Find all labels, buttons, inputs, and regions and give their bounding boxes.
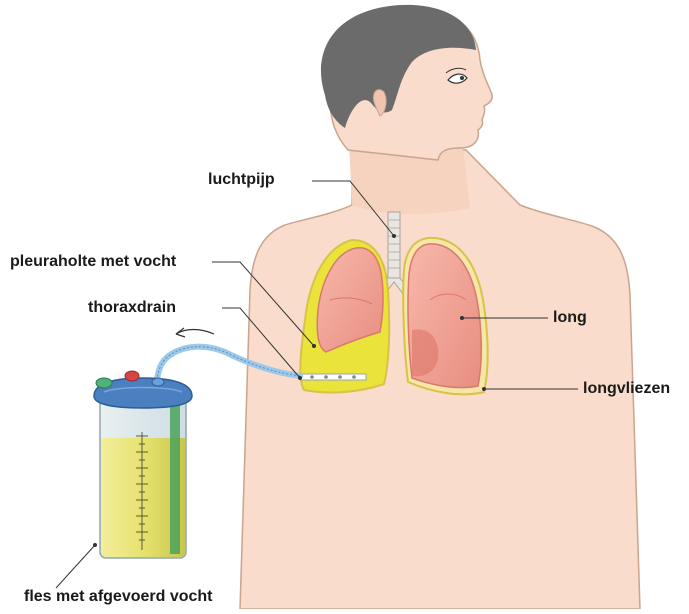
curved-arrow-icon [176,328,214,337]
label-thoraxdrain: thoraxdrain [88,299,176,317]
label-fles: fles met afgevoerd vocht [24,588,213,606]
label-long: long [553,309,587,327]
label-pleuraholte: pleuraholte met vocht [10,253,176,271]
chest-drain [300,374,366,380]
collection-bottle [94,371,192,558]
label-longvliezen: longvliezen [583,380,670,398]
label-luchtpijp: luchtpijp [208,171,275,189]
leader-fles [56,545,95,588]
